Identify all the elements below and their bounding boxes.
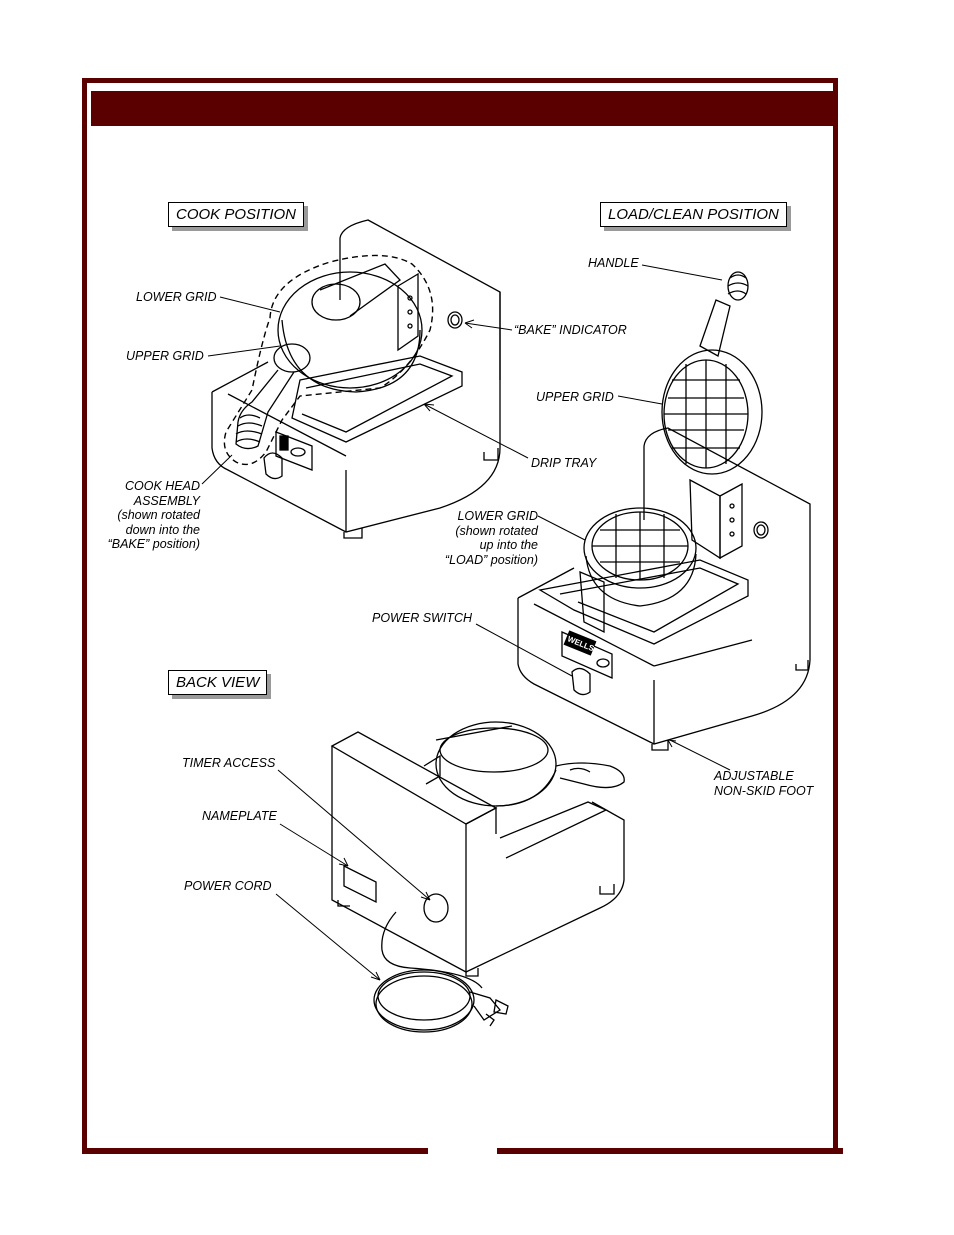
drip-tray-callout: DRIP TRAY [531, 456, 597, 470]
cook-head-line-5: “BAKE” position) [107, 537, 200, 551]
cook-position-illustration [211, 219, 501, 539]
back-view-label: BACK VIEW [168, 670, 268, 695]
leader-lines [201, 264, 731, 981]
load-lower-grid-line-2: (shown rotated [455, 523, 538, 538]
cook-head-callout: COOK HEAD ASSEMBLY (shown rotated down i… [100, 479, 200, 552]
load-clean-position-label: LOAD/CLEAN POSITION [600, 202, 787, 227]
foot-line-1: ADJUSTABLE [714, 769, 794, 783]
handle-callout: HANDLE [588, 256, 639, 270]
bake-indicator-callout: “BAKE” INDICATOR [514, 323, 627, 337]
frame-bottom-right [497, 1148, 843, 1154]
cook-upper-grid-callout: UPPER GRID [126, 349, 204, 363]
power-cord-callout: POWER CORD [184, 879, 272, 893]
cook-head-line-1: COOK HEAD [124, 479, 200, 493]
load-lower-grid-line-4: “LOAD” position) [444, 552, 538, 567]
load-lower-grid-line-3: up into the [479, 538, 538, 552]
frame-bottom-left [82, 1148, 428, 1154]
power-switch-callout: POWER SWITCH [372, 611, 472, 625]
nameplate-callout: NAMEPLATE [202, 809, 277, 823]
cook-lower-grid-callout: LOWER GRID [136, 290, 217, 304]
cook-head-line-4: down into the [125, 522, 200, 537]
foot-line-2: NON-SKID FOOT [714, 783, 814, 798]
load-upper-grid-callout: UPPER GRID [536, 390, 614, 404]
foot-callout: ADJUSTABLE NON-SKID FOOT [714, 769, 813, 798]
load-position-illustration: WELLS [517, 271, 811, 751]
header-bar [91, 91, 833, 126]
back-view-illustration [330, 721, 625, 1033]
timer-access-callout: TIMER ACCESS [182, 756, 276, 770]
load-lower-grid-line-1: LOWER GRID [457, 509, 538, 523]
cook-position-label: COOK POSITION [168, 202, 305, 227]
page-frame [82, 78, 838, 1150]
cook-head-line-3: (shown rotated [117, 508, 200, 522]
load-lower-grid-callout: LOWER GRID (shown rotated up into the “L… [420, 509, 538, 567]
cook-head-line-2: ASSEMBLY [133, 493, 200, 508]
